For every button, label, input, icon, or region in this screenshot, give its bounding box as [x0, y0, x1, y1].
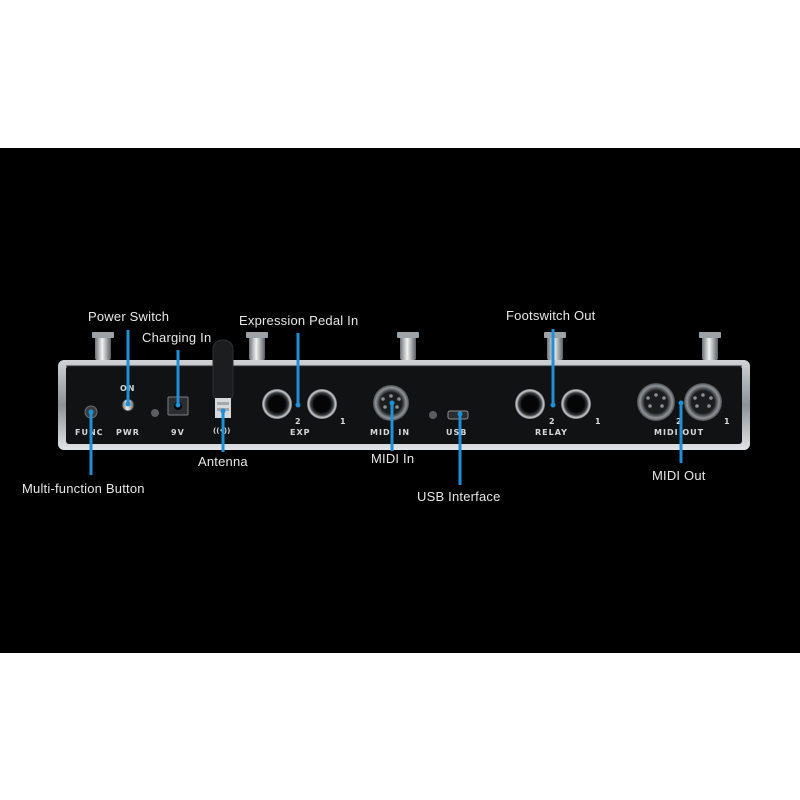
- footswitch-knob: [246, 332, 268, 360]
- usb-led: [429, 411, 437, 419]
- power-switch-callout: Power Switch: [88, 309, 169, 324]
- midi-out-port-2[interactable]: [637, 383, 675, 421]
- exp-1-label: 1: [340, 417, 347, 426]
- func-label: FUNC: [75, 428, 104, 437]
- footswitch-knob: [699, 332, 721, 360]
- antenna-callout: Antenna: [198, 454, 248, 469]
- exp-jack-2[interactable]: [262, 389, 292, 419]
- relay-1-label: 1: [595, 417, 602, 426]
- exp-label: EXP: [290, 428, 311, 437]
- relay-jack-2[interactable]: [515, 389, 545, 419]
- usb-interface-callout: USB Interface: [417, 489, 501, 504]
- footswitch-knob: [397, 332, 419, 360]
- exp-jack-1[interactable]: [307, 389, 337, 419]
- midi-out-label: MIDI OUT: [654, 428, 704, 437]
- midi-in-label: MIDI IN: [370, 428, 410, 437]
- antenna: [212, 339, 234, 418]
- footswitch-out-callout: Footswitch Out: [506, 308, 596, 323]
- multi-function-callout: Multi-function Button: [22, 481, 145, 496]
- exp-2-label: 2: [295, 417, 302, 426]
- midi-out-2-label: 2: [676, 417, 683, 426]
- status-led: [151, 409, 159, 417]
- nine-v-label: 9V: [171, 428, 185, 437]
- relay-2-label: 2: [549, 417, 556, 426]
- leader-lines: [88, 329, 684, 485]
- expression-pedal-callout: Expression Pedal In: [239, 313, 358, 328]
- midi-out-port-1[interactable]: [684, 383, 722, 421]
- charging-in-callout: Charging In: [142, 330, 211, 345]
- footswitch-knob: [92, 332, 114, 360]
- footswitch-knobs: [92, 332, 721, 360]
- relay-label: RELAY: [535, 428, 568, 437]
- relay-jack-1[interactable]: [561, 389, 591, 419]
- midi-out-1-label: 1: [724, 417, 731, 426]
- footswitch-knob: [544, 332, 566, 360]
- pwr-label: PWR: [116, 428, 140, 437]
- usb-label: USB: [446, 428, 467, 437]
- midi-in-callout: MIDI In: [371, 451, 414, 466]
- midi-out-callout: MIDI Out: [652, 468, 706, 483]
